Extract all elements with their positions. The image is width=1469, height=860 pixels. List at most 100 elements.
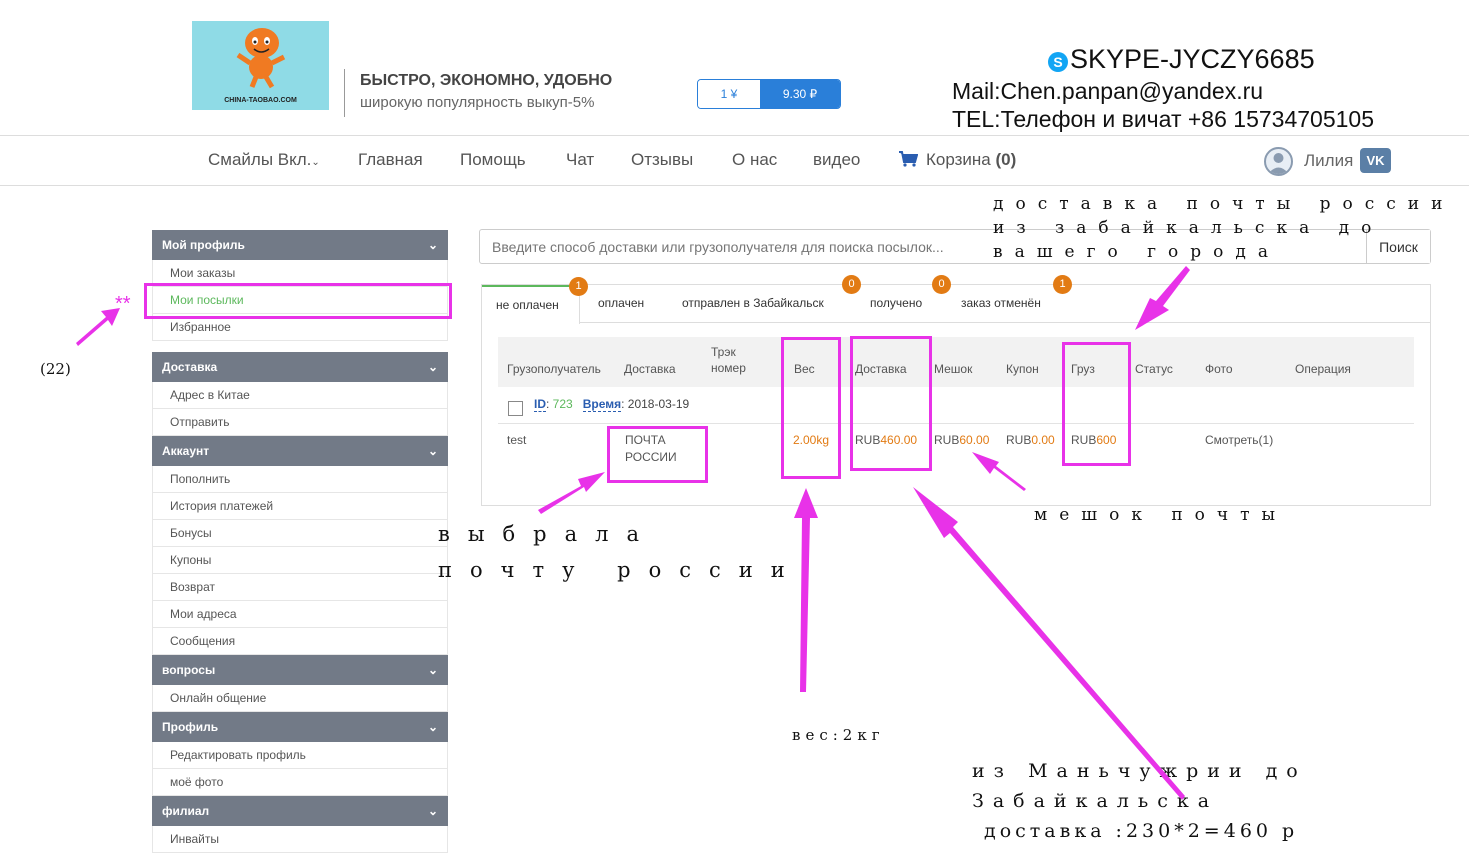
tab-cancelled[interactable]: заказ отменён bbox=[961, 296, 1041, 310]
arrow-to-shipping bbox=[913, 487, 1185, 800]
annotation-top-right-2: из забайкальска до bbox=[993, 218, 1384, 238]
tab-received[interactable]: получено bbox=[870, 296, 923, 310]
sidebar-item-orders[interactable]: Мои заказы bbox=[152, 260, 448, 287]
mascot-icon bbox=[236, 28, 286, 89]
cell-weight: 2.00kg bbox=[793, 433, 830, 447]
annotation-weight: вес:2кг bbox=[792, 726, 885, 744]
tagline-sub: широкую популярность выкуп-5% bbox=[360, 94, 595, 111]
cell-consignee: test bbox=[507, 433, 527, 447]
annotation-stars: ** bbox=[115, 293, 131, 315]
nav-video[interactable]: видео bbox=[813, 150, 861, 169]
status-tabs: не оплачен оплачен отправлен в Забайкаль… bbox=[482, 285, 1430, 324]
header-divider bbox=[0, 135, 1469, 136]
table-header: Грузополучатель Доставка Трэк номер Вес … bbox=[498, 337, 1414, 387]
order-header-row: ID: 723 Время: 2018-03-19 bbox=[498, 387, 1414, 424]
tel-contact: TEL:Телефон и вичат +86 15734705105 bbox=[952, 106, 1374, 132]
highlight-shipping bbox=[850, 336, 932, 471]
sidebar-item-addresses[interactable]: Мои адреса bbox=[152, 601, 448, 628]
order-meta: ID: 723 Время: 2018-03-19 bbox=[534, 397, 690, 412]
sidebar-item-edit-profile[interactable]: Редактировать профиль bbox=[152, 742, 448, 769]
cell-bag: RUB60.00 bbox=[934, 433, 990, 447]
tagline: БЫСТРО, ЭКОНОМНО, УДОБНО bbox=[360, 72, 613, 89]
annotation-bag: мешок почты bbox=[1034, 505, 1288, 525]
cell-cargo: RUB600 bbox=[1071, 433, 1117, 447]
cell-shipping: RUB460.00 bbox=[855, 433, 918, 447]
annotation-chose-2: почту россии bbox=[438, 558, 803, 582]
th-consignee: Грузополучатель bbox=[507, 362, 601, 376]
chevron-down-icon: ⌄ bbox=[427, 444, 438, 458]
tab-badge-cancelled: 1 bbox=[1053, 275, 1072, 294]
highlight-cargo bbox=[1062, 342, 1131, 466]
rate-rub: 9.30 ₽ bbox=[760, 80, 840, 108]
order-checkbox[interactable] bbox=[508, 401, 523, 416]
nav-cart[interactable]: Корзина (0) bbox=[898, 150, 1016, 170]
sidebar-item-coupons[interactable]: Купоны bbox=[152, 547, 448, 574]
sidebar-item-refund[interactable]: Возврат bbox=[152, 574, 448, 601]
avatar-icon[interactable] bbox=[1264, 147, 1293, 176]
tab-badge-unpaid: 1 bbox=[569, 277, 588, 296]
nav-smiles[interactable]: Смайлы Вкл.⌄ bbox=[208, 150, 320, 169]
tab-badge-received: 0 bbox=[932, 275, 951, 294]
annotation-bottom-2: Забайкальска bbox=[972, 790, 1219, 812]
search-input[interactable] bbox=[480, 230, 1366, 263]
cart-icon bbox=[899, 151, 918, 167]
chevron-down-icon: ⌄ bbox=[427, 360, 438, 374]
sidebar-item-parcels[interactable]: Мои посылки bbox=[152, 287, 448, 314]
sidebar-section-account[interactable]: Аккаунт⌄ bbox=[152, 436, 448, 466]
annotation-count: (22) bbox=[40, 360, 71, 378]
highlight-weight bbox=[781, 337, 841, 479]
arrow-to-parcels bbox=[76, 308, 120, 346]
sidebar-item-bonuses[interactable]: Бонусы bbox=[152, 520, 448, 547]
sidebar-item-send[interactable]: Отправить bbox=[152, 409, 448, 436]
sidebar: Мой профиль⌄ Мои заказы Мои посылки Избр… bbox=[152, 230, 448, 853]
tagline-divider bbox=[344, 69, 345, 117]
cell-delivery: ПОЧТА РОССИИ bbox=[625, 433, 677, 464]
th-track: Трэк номер bbox=[711, 345, 746, 375]
sidebar-item-online-chat[interactable]: Онлайн общение bbox=[152, 685, 448, 712]
user-name[interactable]: Лилия bbox=[1304, 151, 1354, 170]
skype-icon: S bbox=[1048, 51, 1068, 72]
nav-home[interactable]: Главная bbox=[358, 150, 423, 169]
tab-unpaid[interactable]: не оплачен bbox=[482, 285, 580, 324]
sidebar-section-profile[interactable]: Мой профиль⌄ bbox=[152, 230, 448, 260]
chevron-down-icon: ⌄ bbox=[311, 157, 320, 168]
nav-chat[interactable]: Чат bbox=[566, 150, 595, 169]
th-coupon: Купон bbox=[1006, 362, 1039, 376]
search-button[interactable]: Поиск bbox=[1366, 230, 1430, 263]
sidebar-section-questions[interactable]: вопросы⌄ bbox=[152, 655, 448, 685]
skype-contact: S SKYPE-JYCZY6685 bbox=[1048, 44, 1315, 75]
cell-coupon: RUB0.00 bbox=[1006, 433, 1055, 447]
site-logo[interactable]: CHINA-TAOBAO.COM bbox=[192, 21, 329, 110]
highlight-delivery bbox=[607, 426, 708, 483]
sidebar-item-my-photo[interactable]: моё фото bbox=[152, 769, 448, 796]
tab-badge-shipped: 0 bbox=[842, 275, 861, 294]
sidebar-section-user-profile[interactable]: Профиль⌄ bbox=[152, 712, 448, 742]
th-status: Статус bbox=[1135, 362, 1173, 376]
sidebar-item-messages[interactable]: Сообщения bbox=[152, 628, 448, 655]
arrow-to-weight bbox=[794, 488, 818, 692]
sidebar-section-affiliate[interactable]: филиал⌄ bbox=[152, 796, 448, 826]
tab-paid[interactable]: оплачен bbox=[598, 296, 645, 310]
sidebar-item-payment-history[interactable]: История платежей bbox=[152, 493, 448, 520]
rate-yuan: 1 ¥ bbox=[698, 80, 760, 108]
vk-icon[interactable]: VK bbox=[1360, 148, 1391, 173]
skype-id: SKYPE-JYCZY6685 bbox=[1070, 44, 1315, 74]
annotation-bottom-1: из Маньчужрии до bbox=[972, 760, 1307, 782]
sidebar-item-topup[interactable]: Пополнить bbox=[152, 466, 448, 493]
th-photo: Фото bbox=[1205, 362, 1233, 376]
exchange-rate: 1 ¥ 9.30 ₽ bbox=[697, 79, 841, 109]
annotation-top-right-1: доставка почты россии bbox=[993, 194, 1455, 214]
sidebar-item-invites[interactable]: Инвайты bbox=[152, 826, 448, 853]
nav-divider bbox=[0, 185, 1469, 186]
tab-shipped[interactable]: отправлен в Забайкальск bbox=[682, 296, 824, 310]
cell-photo-link[interactable]: Смотреть(1) bbox=[1205, 433, 1274, 447]
nav-reviews[interactable]: Отзывы bbox=[631, 150, 694, 169]
highlight-my-parcels bbox=[144, 283, 452, 319]
sidebar-item-china-address[interactable]: Адрес в Китае bbox=[152, 382, 448, 409]
nav-help[interactable]: Помощь bbox=[460, 150, 526, 169]
th-cargo: Груз bbox=[1071, 362, 1095, 376]
nav-about[interactable]: О нас bbox=[732, 150, 778, 169]
chevron-down-icon: ⌄ bbox=[427, 238, 438, 252]
sidebar-section-delivery[interactable]: Доставка⌄ bbox=[152, 352, 448, 382]
th-bag: Мешок bbox=[934, 362, 973, 376]
